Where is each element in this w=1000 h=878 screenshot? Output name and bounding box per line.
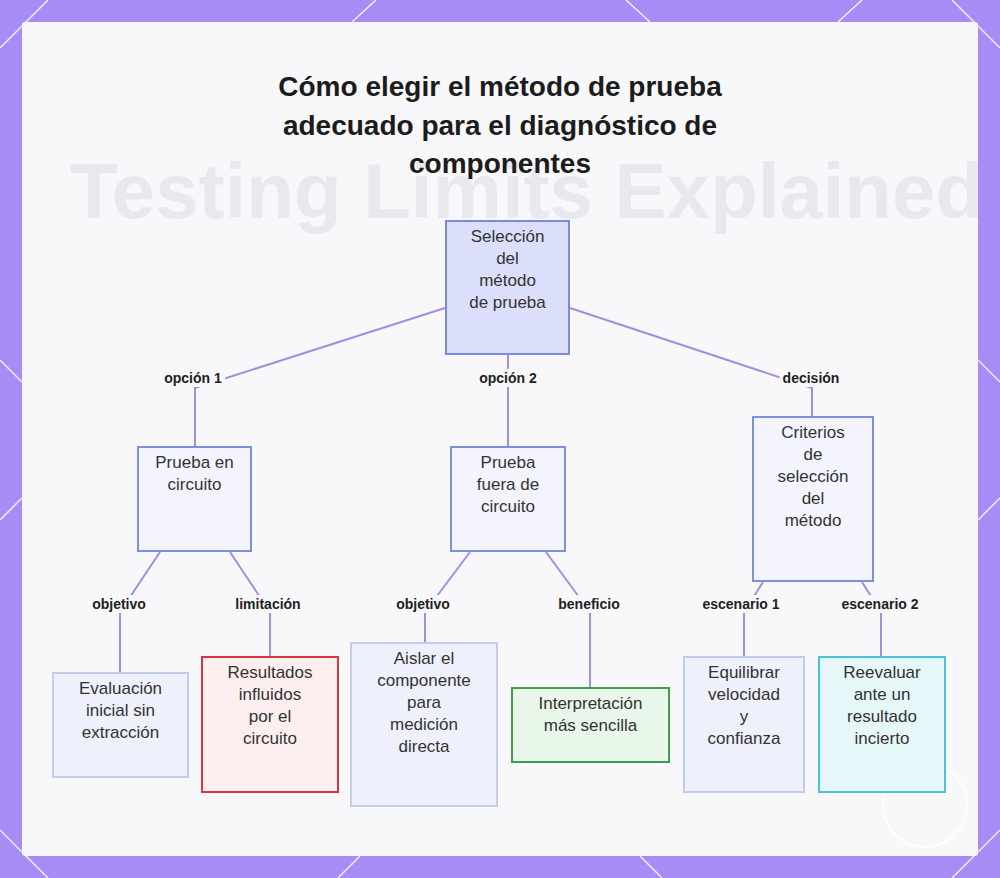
node-text: Evaluación inicial sin extracción [71, 678, 171, 744]
edge-label: limitación [232, 595, 303, 613]
node-text: Equilibrar velocidad y confianza [705, 662, 783, 750]
edge-label: escenario 1 [699, 595, 782, 613]
node-text: Reevaluar ante un resultado incierto [837, 662, 927, 750]
decor-line [352, 0, 376, 22]
connector-line [570, 308, 812, 416]
leaf-box: Equilibrar velocidad y confianza [683, 656, 805, 793]
decor-line [626, 0, 650, 22]
edge-label: decisión [780, 369, 843, 387]
decor-line [0, 360, 22, 382]
connector-line [195, 308, 445, 446]
root-box: Selección del método de prueba [445, 220, 570, 355]
diagram-title: Cómo elegir el método de prueba adecuado… [240, 68, 760, 184]
benefit-box: Interpretación más sencilla [511, 687, 670, 763]
edge-label: opción 2 [476, 369, 540, 387]
option-box: Prueba en circuito [137, 446, 252, 552]
decor-line [978, 498, 1000, 520]
decor-line [0, 498, 22, 520]
node-text: Prueba en circuito [150, 452, 240, 496]
connector-line [744, 582, 763, 656]
node-text: Selección del método de prueba [469, 226, 547, 314]
node-text: Interpretación más sencilla [531, 693, 651, 737]
edge-label: escenario 2 [838, 595, 921, 613]
edge-label: opción 1 [161, 369, 225, 387]
scenario-box: Reevaluar ante un resultado incierto [818, 656, 946, 793]
decor-line [640, 856, 662, 878]
node-text: Aislar el componente para medición direc… [374, 648, 474, 758]
criteria-box: Criterios de selección del método [752, 416, 874, 582]
node-text: Prueba fuera de circuito [463, 452, 553, 518]
node-text: Criterios de selección del método [774, 422, 852, 532]
connector-line [862, 582, 881, 656]
connector-line [546, 552, 590, 687]
edge-label: objetivo [89, 595, 149, 613]
decor-line [338, 856, 360, 878]
node-text: Resultados influidos por el circuito [226, 662, 314, 750]
edge-label: beneficio [555, 595, 622, 613]
decor-line [838, 0, 862, 22]
leaf-box: Aislar el componente para medición direc… [350, 642, 498, 807]
leaf-box: Evaluación inicial sin extracción [52, 672, 189, 778]
decor-line [978, 360, 1000, 382]
edge-label: objetivo [393, 595, 453, 613]
limitation-box: Resultados influidos por el circuito [201, 656, 339, 793]
option-box: Prueba fuera de circuito [450, 446, 566, 552]
